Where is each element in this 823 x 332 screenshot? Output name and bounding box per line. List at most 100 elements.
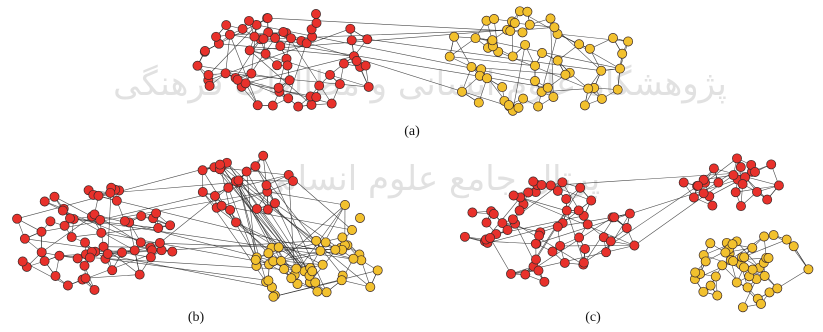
node-b-red-top	[288, 176, 298, 187]
node-b-yellow-extra	[340, 200, 350, 210]
node-a-yellow	[548, 92, 559, 102]
node-a-yellow	[489, 14, 500, 24]
node-a-red	[237, 24, 248, 34]
node-c-red	[575, 182, 586, 193]
node-c-yellow	[712, 290, 723, 301]
node-c-yellow	[756, 298, 766, 309]
node-a-yellow	[560, 69, 571, 80]
node-a-red	[252, 100, 263, 111]
node-c-yellow	[768, 230, 779, 241]
node-a-yellow	[518, 93, 529, 104]
edge-a-yellow	[449, 56, 536, 67]
node-a-yellow	[522, 6, 533, 17]
node-c-red-top	[707, 200, 718, 211]
node-b-red	[136, 211, 147, 221]
node-c-yellow	[739, 252, 750, 263]
node-b-yellow	[268, 291, 279, 302]
node-c-yellow	[700, 256, 711, 267]
edge-a-yellow	[541, 33, 558, 92]
node-c-yellow	[763, 253, 774, 263]
node-c-red	[539, 276, 550, 287]
edge-c-bridge	[550, 171, 756, 186]
node-a-yellow	[530, 76, 540, 86]
node-b-red-top	[250, 161, 261, 172]
node-c-red-top	[728, 170, 739, 181]
node-a-red	[272, 60, 282, 71]
node-c-red-top	[762, 194, 773, 205]
node-c-red	[534, 230, 545, 241]
node-c-red	[523, 187, 534, 198]
node-c-yellow	[720, 247, 731, 258]
node-b-yellow	[372, 265, 383, 276]
node-c-red	[520, 269, 531, 280]
node-b-red-top	[241, 166, 252, 177]
node-a-red	[362, 34, 373, 45]
node-b-yellow	[321, 287, 332, 298]
node-c-red	[485, 232, 496, 243]
node-a-yellow	[537, 48, 548, 58]
node-c-red	[609, 212, 620, 223]
node-c-red	[559, 257, 570, 268]
node-c-red	[507, 214, 518, 225]
edge-a-yellow	[510, 27, 555, 32]
node-a-red	[334, 79, 345, 90]
node-c-yellow	[737, 302, 748, 313]
node-c-yellow	[717, 260, 728, 271]
node-a-yellow	[583, 83, 594, 94]
node-b-red	[50, 271, 61, 281]
node-b-red	[17, 256, 28, 267]
node-a-red	[221, 20, 232, 31]
panel-label-a: (a)	[404, 124, 420, 139]
node-a-red	[260, 48, 271, 59]
node-c-red	[467, 207, 478, 218]
node-c-red	[506, 268, 516, 279]
node-c-red	[547, 246, 558, 257]
node-c-red	[533, 265, 544, 276]
node-c-red	[497, 218, 508, 229]
edge-b-bridge-red-red	[100, 174, 289, 221]
node-b-red	[39, 256, 50, 267]
node-b-yellow	[307, 266, 318, 277]
node-b-yellow	[317, 259, 328, 270]
edge-b-red	[95, 250, 135, 252]
node-a-yellow	[470, 33, 481, 44]
node-b-red-top	[197, 165, 208, 176]
edge-a-yellow	[519, 11, 621, 69]
node-b-yellow	[365, 282, 376, 292]
node-c-red	[545, 180, 556, 191]
node-c-red	[502, 225, 513, 235]
node-a-red	[314, 80, 325, 91]
node-c-red-top	[735, 162, 746, 173]
node-a-red	[311, 92, 322, 103]
node-b-red	[151, 208, 162, 219]
edge-b-bridge-top-yellow	[256, 208, 305, 272]
node-b-yellow	[312, 286, 323, 297]
edge-a-red	[218, 43, 355, 57]
node-b-red	[107, 265, 118, 276]
watermark: پژوهشگاه علوم انسانی و مطالعات فرهنگی پر…	[113, 64, 727, 199]
edge-b-red	[69, 218, 159, 229]
node-c-red	[582, 219, 593, 230]
edge-a-bridge	[301, 40, 510, 107]
node-b-red	[165, 220, 176, 231]
node-a-red	[284, 75, 295, 86]
node-a-yellow	[596, 93, 607, 104]
edge-a-red	[249, 50, 312, 106]
edge-c-yellow	[777, 269, 809, 289]
node-b-red	[72, 253, 83, 264]
node-a-red	[311, 9, 321, 19]
node-a-red	[283, 93, 294, 104]
node-b-yellow	[286, 273, 297, 284]
node-b-red	[12, 213, 23, 224]
node-a-yellow	[584, 43, 595, 54]
node-b-red	[154, 237, 165, 248]
node-b-red-top	[233, 175, 244, 186]
edge-b-bridge-top-yellow	[219, 169, 279, 248]
node-b-red	[66, 232, 77, 243]
node-c-yellow	[759, 231, 770, 242]
node-b-red-top	[261, 180, 272, 191]
node-c-red-top	[732, 153, 742, 164]
node-c-yellow	[710, 271, 721, 282]
node-b-red	[57, 205, 68, 216]
node-a-yellow	[617, 48, 628, 59]
